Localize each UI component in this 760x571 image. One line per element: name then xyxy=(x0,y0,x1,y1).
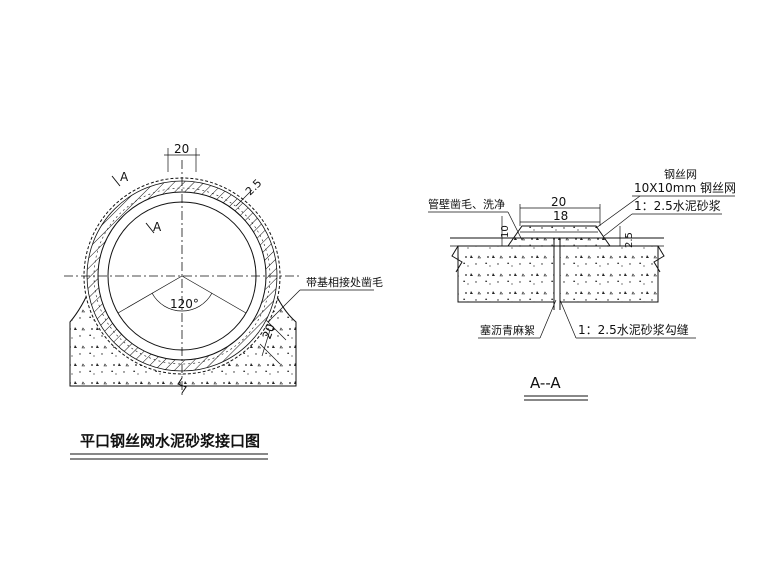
pipe-wall-right xyxy=(559,245,659,303)
label-asphalt: 塞沥青麻絮 xyxy=(480,323,535,337)
angle-label: 120° xyxy=(170,297,199,311)
label-roughen: 带基相接处凿毛 xyxy=(306,276,383,289)
section-a-a: 20 18 10 2.5 钢丝网 10X10mm 钢丝网 管壁凿毛、洗净 1：2… xyxy=(428,168,736,401)
left-title: 平口钢丝网水泥砂浆接口图 xyxy=(80,432,260,450)
right-title: A--A xyxy=(530,374,561,392)
dim-side-20: 20 xyxy=(260,322,278,341)
section-mark-a-inner: A xyxy=(153,220,162,234)
dim-20: 20 xyxy=(551,195,566,209)
label-mesh-size: 10X10mm 钢丝网 xyxy=(634,181,736,195)
pipe-wall-left xyxy=(457,245,555,303)
label-mortar: 1：2.5水泥砂浆 xyxy=(634,198,721,213)
dim-2-5: 2.5 xyxy=(243,177,265,199)
dim-18: 18 xyxy=(553,209,568,223)
dim-10: 10 xyxy=(500,225,511,238)
label-mesh: 钢丝网 xyxy=(664,168,697,181)
label-joint: 1：2.5水泥砂浆勾缝 xyxy=(578,322,689,337)
section-mark-a-top: A xyxy=(120,170,129,184)
pipe-joint-section: 120° 20 A A 2.5 带基相接处凿毛 20 平口钢丝网水泥砂浆接口图 xyxy=(64,142,383,460)
mortar-band-section xyxy=(507,225,611,247)
dim-top-20: 20 xyxy=(174,142,189,156)
label-pipe-wall: 管壁凿毛、洗净 xyxy=(428,197,505,211)
dim-2-5-right: 2.5 xyxy=(624,232,635,248)
